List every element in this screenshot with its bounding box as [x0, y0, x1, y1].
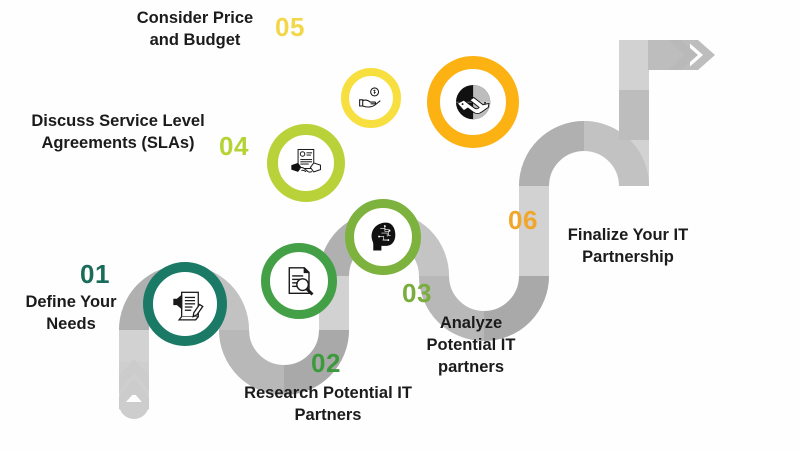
chevron-up-arrow-icon: [119, 359, 149, 419]
step-node-02[interactable]: [261, 243, 337, 319]
step-node-04[interactable]: [267, 124, 345, 202]
head-with-circuit-brain-icon: [364, 218, 401, 255]
step-node-06[interactable]: [427, 56, 519, 148]
step-number-05: 05: [275, 12, 305, 42]
step-node-05[interactable]: [341, 68, 401, 128]
step-node-03[interactable]: [345, 199, 421, 275]
chevron-right-arrow-icon: [668, 40, 715, 70]
step-number-01: 01: [80, 259, 110, 289]
step-number-04: 04: [219, 131, 249, 161]
step-label-04: Discuss Service Level Agreements (SLAs): [31, 112, 205, 152]
step-label-06: Finalize Your IT Partnership: [567, 226, 689, 266]
step-label-01: Define Your Needs: [25, 293, 117, 333]
document-with-magnifier-icon: [280, 262, 317, 299]
document-with-pencil-and-megaphone-icon: [165, 284, 206, 325]
step-label-03: Analyze Potential IT partners: [426, 314, 516, 376]
step-number-03: 03: [402, 278, 432, 308]
handshake-circle-icon: [452, 81, 494, 123]
contract-handshake-icon: [288, 145, 324, 181]
hand-holding-coin-icon: [357, 84, 385, 112]
step-label-02: Research Potential IT Partners: [244, 384, 412, 424]
step-node-01[interactable]: [143, 262, 227, 346]
step-number-06: 06: [508, 205, 538, 235]
step-label-05: Consider Price and Budget: [136, 9, 254, 49]
step-number-02: 02: [311, 348, 341, 378]
